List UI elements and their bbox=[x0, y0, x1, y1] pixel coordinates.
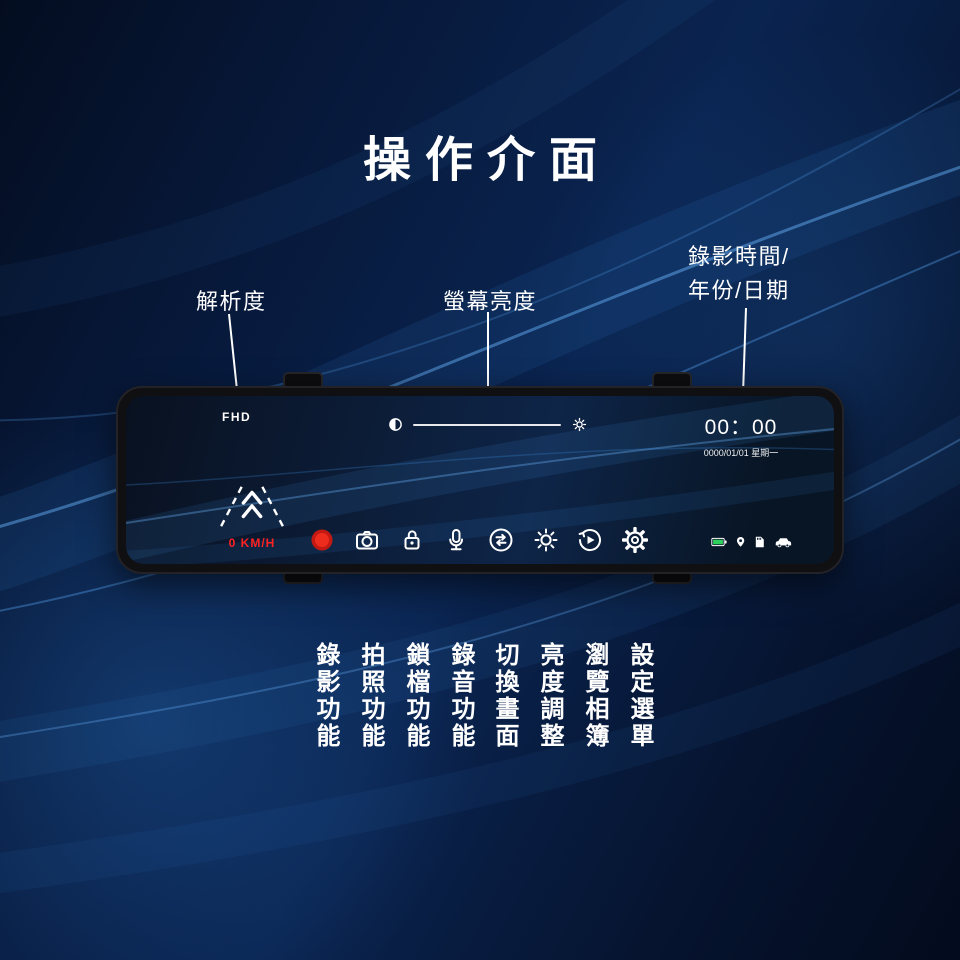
mirror-screen[interactable]: FHD 00：00 0000/01/01 星期一 bbox=[126, 396, 834, 564]
battery-icon bbox=[711, 537, 727, 547]
callout-datetime: 錄影時間/ 年份/日期 bbox=[688, 240, 790, 308]
sun-small-icon bbox=[572, 417, 587, 432]
lane-lines-icon bbox=[220, 481, 284, 527]
album-button[interactable] bbox=[573, 523, 607, 557]
lock-icon bbox=[404, 530, 420, 550]
function-label-record: 錄影功能 bbox=[312, 642, 339, 750]
brightness-slider[interactable] bbox=[388, 416, 588, 433]
record-icon bbox=[311, 529, 333, 551]
screen-reflection-waves bbox=[126, 396, 834, 564]
moon-icon bbox=[389, 418, 402, 431]
clock-date: 0000/01/01 星期一 bbox=[703, 448, 779, 458]
function-label-audio-record: 錄音功能 bbox=[447, 642, 474, 750]
callout-datetime-line2: 年份/日期 bbox=[688, 278, 790, 303]
function-label-photo: 拍照功能 bbox=[357, 642, 384, 750]
brightness-button[interactable] bbox=[529, 523, 563, 557]
function-label-settings: 設定選單 bbox=[626, 642, 653, 750]
function-label-switch-view: 切換畫面 bbox=[491, 642, 518, 750]
callout-line-brightness bbox=[487, 312, 489, 404]
callout-brightness: 螢幕亮度 bbox=[443, 289, 538, 314]
clock: 00：00 0000/01/01 星期一 bbox=[681, 411, 801, 459]
sd-card-icon bbox=[755, 536, 764, 548]
lock-file-button[interactable] bbox=[395, 523, 429, 557]
function-label-brightness: 亮度調整 bbox=[536, 642, 563, 750]
lane-assist-graphic: 0 KM/H bbox=[210, 476, 294, 550]
sun-icon bbox=[534, 528, 558, 552]
clock-time: 00：00 bbox=[704, 416, 778, 439]
car-icon bbox=[775, 538, 791, 548]
callout-resolution: 解析度 bbox=[196, 289, 267, 314]
function-label-album: 瀏覽相簿 bbox=[581, 642, 608, 750]
function-label-lock-file: 鎖檔功能 bbox=[402, 642, 429, 750]
status-icons bbox=[711, 536, 792, 548]
gear-icon bbox=[622, 527, 648, 553]
camera-switch-icon bbox=[489, 528, 513, 552]
settings-button[interactable] bbox=[618, 523, 652, 557]
playback-icon bbox=[578, 529, 601, 552]
photo-button[interactable] bbox=[350, 523, 384, 557]
brightness-track[interactable] bbox=[413, 423, 561, 426]
callout-datetime-line1: 錄影時間/ bbox=[688, 244, 790, 269]
audio-record-button[interactable] bbox=[439, 523, 473, 557]
camera-icon bbox=[356, 531, 378, 550]
speed-readout: 0 KM/H bbox=[228, 536, 276, 550]
switch-view-button[interactable] bbox=[484, 523, 518, 557]
gps-icon bbox=[736, 536, 745, 547]
microphone-icon bbox=[449, 529, 463, 551]
resolution-badge: FHD bbox=[222, 410, 252, 424]
page-title: 操作介面 bbox=[362, 134, 611, 187]
mirror-device: FHD 00：00 0000/01/01 星期一 bbox=[116, 386, 844, 574]
record-button[interactable] bbox=[305, 523, 339, 557]
